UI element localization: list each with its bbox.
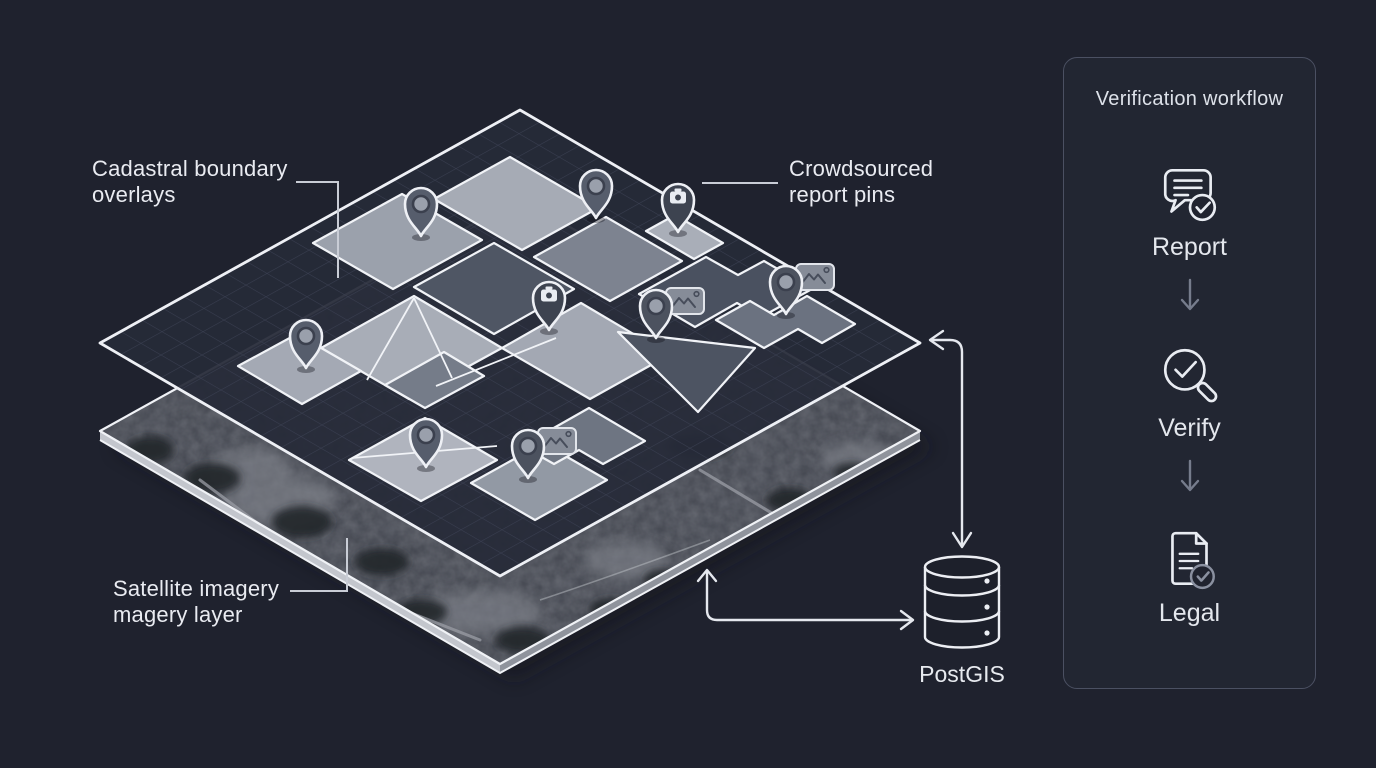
parcel — [714, 294, 857, 350]
parcel — [311, 192, 484, 291]
cadastral-parcels — [236, 155, 857, 522]
verification-workflow-panel: Verification workflow Report Verify — [1063, 57, 1316, 689]
workflow-step-report: Report — [1151, 233, 1228, 261]
workflow-step-legal: Legal — [1158, 599, 1221, 627]
magnifier-check-icon — [1163, 348, 1217, 403]
satellite-layer-side — [99, 431, 921, 675]
panel-title: Verification workflow — [1095, 88, 1284, 110]
satellite-leader-line — [290, 538, 348, 592]
document-check-icon — [1170, 531, 1215, 590]
cadastral-label: Cadastral boundary overlays — [92, 156, 288, 208]
chat-check-icon — [1163, 168, 1216, 222]
crowdsourced-label: Crowdsourced report pins — [789, 156, 933, 208]
parcel — [532, 215, 684, 303]
workflow-arrow-down-icon — [1180, 278, 1199, 311]
parcel — [432, 155, 600, 252]
cadastral-boundary-layer — [98, 108, 922, 578]
parcel — [383, 350, 486, 410]
workflow-step-verify: Verify — [1158, 414, 1221, 442]
parcel — [469, 441, 609, 522]
satellite-label-line1: Satellite imagery — [113, 576, 280, 601]
workflow-arrow-down-icon — [1180, 459, 1199, 492]
parcel — [644, 213, 725, 261]
satellite-label-line2: magery layer — [113, 602, 243, 627]
leader-lines — [290, 181, 778, 592]
cadastral-label-line2: overlays — [92, 182, 176, 207]
database-cylinder-icon — [923, 555, 1001, 649]
crowdsourced-label-line1: Crowdsourced — [789, 156, 934, 181]
parcel — [412, 241, 576, 336]
cadastral-leader-line — [296, 181, 339, 278]
crowdsourced-label-line2: report pins — [789, 182, 896, 207]
satellite-label: Satellite imagery magery layer — [113, 576, 279, 628]
satellite-to-postgis-double-arrow — [696, 568, 915, 631]
map-to-postgis-double-arrow — [928, 329, 973, 549]
cadastral-label-line1: Cadastral boundary — [92, 156, 288, 181]
parcel — [616, 330, 757, 414]
postgis-label: PostGIS — [919, 661, 1005, 687]
